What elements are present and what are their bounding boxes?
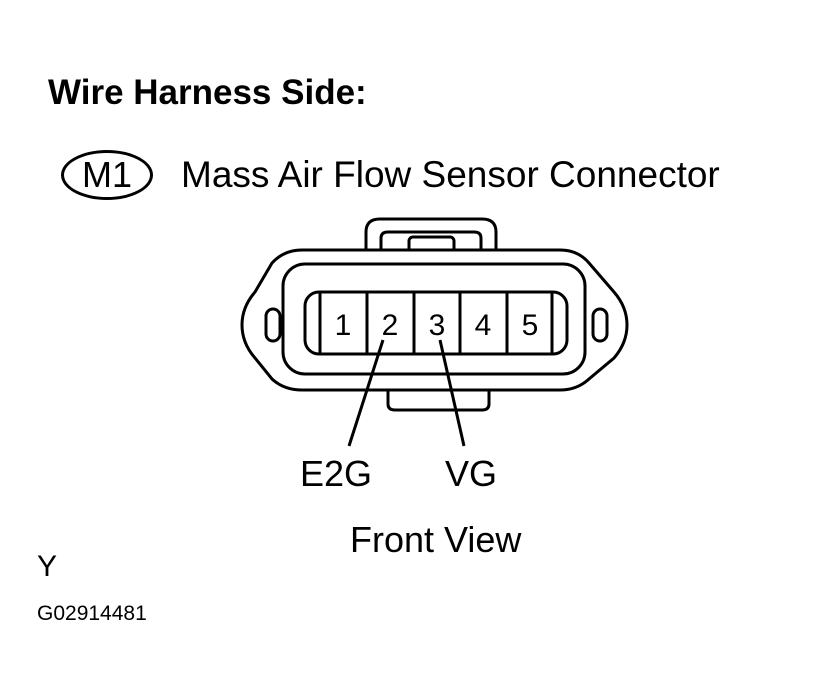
callout-label-e2g: E2G	[300, 453, 373, 494]
pin-label-5: 5	[522, 309, 539, 342]
callout-line-e2g	[347, 339, 385, 447]
connector-bottom-tab	[386, 390, 491, 412]
callout-label-vg: VG	[445, 453, 498, 494]
callout-line-vg	[438, 339, 466, 447]
vehicle-code: Y	[37, 550, 58, 583]
pin-cavity	[303, 290, 569, 356]
connector-name: Mass Air Flow Sensor Connector	[181, 154, 720, 195]
view-label: Front View	[350, 519, 522, 560]
connector-id-badge: M1	[61, 150, 153, 200]
diagram-heading: Wire Harness Side:	[48, 73, 367, 112]
pin-label-3: 3	[429, 309, 446, 342]
pin-label-2: 2	[382, 309, 399, 342]
connector-id: M1	[81, 154, 132, 195]
pin-label-1: 1	[335, 309, 352, 342]
pin-label-4: 4	[475, 309, 492, 342]
figure-id: G02914481	[37, 602, 147, 625]
connector-latch	[364, 217, 498, 250]
